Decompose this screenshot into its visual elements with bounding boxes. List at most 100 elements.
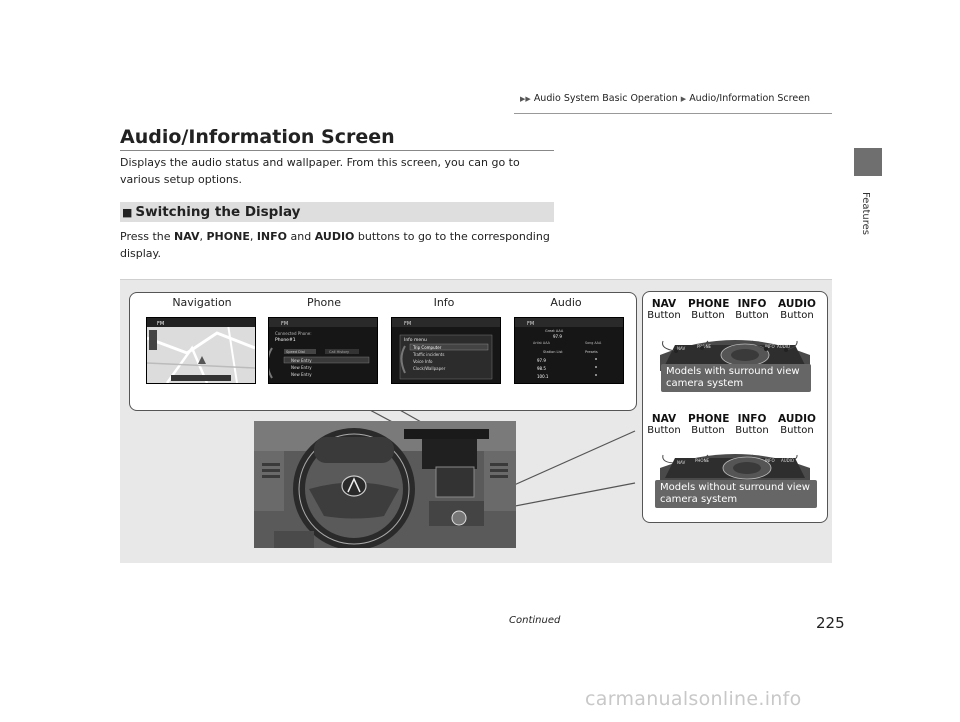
svg-text:NAV: NAV	[677, 460, 685, 465]
console-with-camera: NAV PHONE INFO AUDIO	[660, 340, 810, 371]
breadcrumb-section[interactable]: Audio System Basic Operation	[533, 93, 678, 104]
info-menu-title: Info menu	[404, 337, 427, 343]
page-number: 225	[816, 614, 845, 632]
screen-label-audio: Audio	[550, 296, 582, 309]
console-without-camera: NAV PHONE INFO AUDIO	[660, 454, 810, 484]
nav-keyword: NAV	[174, 230, 200, 243]
phone-call-history-text: Call History	[329, 350, 349, 354]
phone-entry-3: New Entry	[291, 372, 312, 377]
title-divider	[120, 150, 554, 151]
svg-text:AUDIO: AUDIO	[777, 344, 790, 349]
info-item-2: Traffic incidents	[412, 352, 444, 357]
info-screen: FM Info menu Trip Computer Traffic incid…	[391, 317, 501, 384]
svg-text:PHONE: PHONE	[697, 344, 712, 349]
audio-freq-text: 97.9	[553, 334, 562, 339]
svg-text:INFO: INFO	[765, 458, 775, 463]
phone-connected-label: Connected Phone:	[275, 331, 312, 336]
breadcrumb: ▶▶ Audio System Basic Operation ▶ Audio/…	[520, 93, 810, 104]
audio-presets-label: Presets	[585, 350, 598, 354]
section-tab-label: Features	[860, 192, 871, 235]
page-title: Audio/Information Screen	[120, 126, 395, 148]
instruction-paragraph: Press the NAV, PHONE, INFO and AUDIO but…	[120, 229, 560, 262]
info-button-key: INFO	[737, 298, 767, 310]
nav-button-text: Button	[647, 310, 681, 321]
nav-button-text-alt: Button	[647, 425, 681, 436]
audio-screen-graphic: FM Great AAA 97.9 Artist AAA Song AAA St…	[515, 318, 623, 383]
audio-band-text: FM	[527, 321, 534, 327]
breadcrumb-arrow-icon: ▶	[680, 95, 687, 103]
map-image: FM	[147, 318, 255, 383]
audio-station-1: 97.9	[537, 358, 546, 363]
audio-button-text: Button	[780, 310, 814, 321]
breadcrumb-page[interactable]: Audio/Information Screen	[689, 93, 811, 104]
phone-band-text: FM	[281, 321, 288, 327]
navigation-screen: FM	[146, 317, 256, 384]
continued-label: Continued	[509, 615, 561, 626]
nav-band-text: FM	[157, 321, 164, 327]
phone-name-text: Phone#1	[275, 337, 296, 343]
info-button-key-alt: INFO	[737, 413, 767, 425]
phone-entry-2: New Entry	[291, 365, 312, 370]
phone-button-key-alt: PHONE	[688, 413, 730, 425]
phone-keyword: PHONE	[206, 230, 250, 243]
dashboard-illustration	[254, 421, 516, 548]
info-keyword: INFO	[256, 230, 288, 243]
screen-label-phone: Phone	[306, 296, 342, 309]
audio-song2-text: Song AAA	[585, 341, 602, 345]
instruction-text: ,	[199, 230, 207, 243]
audio-keyword: AUDIO	[314, 230, 355, 243]
phone-speed-dial-text: Speed Dial	[286, 350, 305, 354]
info-item-1: Trip Computer	[412, 345, 442, 350]
audio-screen: FM Great AAA 97.9 Artist AAA Song AAA St…	[514, 317, 624, 384]
instruction-text: ,	[249, 230, 257, 243]
svg-text:NAV: NAV	[677, 346, 685, 351]
instruction-text: Press the	[120, 230, 174, 243]
info-item-4: Clock/Wallpaper	[413, 366, 446, 371]
info-button-text: Button	[735, 310, 769, 321]
info-screen-graphic: FM Info menu Trip Computer Traffic incid…	[392, 318, 500, 383]
nav-button-key: NAV	[651, 298, 677, 310]
phone-button-text-alt: Button	[691, 425, 725, 436]
nav-button-key-alt: NAV	[651, 413, 677, 425]
header-divider	[514, 113, 832, 114]
model-note-with-camera: Models with surround view camera system	[661, 364, 811, 392]
section-tab[interactable]	[854, 148, 882, 176]
audio-station-3: 100.1	[537, 374, 549, 379]
audio-button-text-alt: Button	[780, 425, 814, 436]
info-button-text-alt: Button	[735, 425, 769, 436]
intro-paragraph: Displays the audio status and wallpaper.…	[120, 156, 520, 186]
phone-entry-1: New Entry	[291, 358, 312, 363]
watermark-text: carmanualsonline.info	[585, 688, 802, 710]
audio-station-list-label: Station List	[543, 350, 563, 354]
audio-button-key-alt: AUDIO	[778, 413, 816, 425]
phone-button-text: Button	[691, 310, 725, 321]
audio-song-text: Great AAA	[545, 329, 564, 333]
section-heading: ■Switching the Display	[120, 202, 554, 222]
instruction-text: and	[287, 230, 315, 243]
info-item-3: Voice Info	[413, 359, 433, 364]
instruction-text: buttons to go to the corresponding displ…	[120, 230, 550, 260]
screen-label-info: Info	[433, 296, 455, 309]
phone-button-key: PHONE	[688, 298, 730, 310]
svg-text:AUDIO: AUDIO	[781, 458, 794, 463]
svg-text:PHONE: PHONE	[695, 458, 710, 463]
section-heading-text: Switching the Display	[135, 204, 301, 220]
info-band-text: FM	[404, 321, 411, 327]
audio-button-key: AUDIO	[778, 298, 816, 310]
phone-screen: FM Connected Phone: Phone#1 Speed Dial C…	[268, 317, 378, 384]
svg-text:INFO: INFO	[765, 344, 775, 349]
square-bullet-icon: ■	[122, 206, 133, 219]
screen-label-navigation: Navigation	[172, 296, 232, 309]
breadcrumb-arrow-icon: ▶▶	[520, 95, 531, 103]
phone-screen-graphic: FM Connected Phone: Phone#1 Speed Dial C…	[269, 318, 377, 383]
model-note-without-camera: Models without surround view camera syst…	[655, 480, 817, 508]
audio-artist-text: Artist AAA	[533, 341, 551, 345]
